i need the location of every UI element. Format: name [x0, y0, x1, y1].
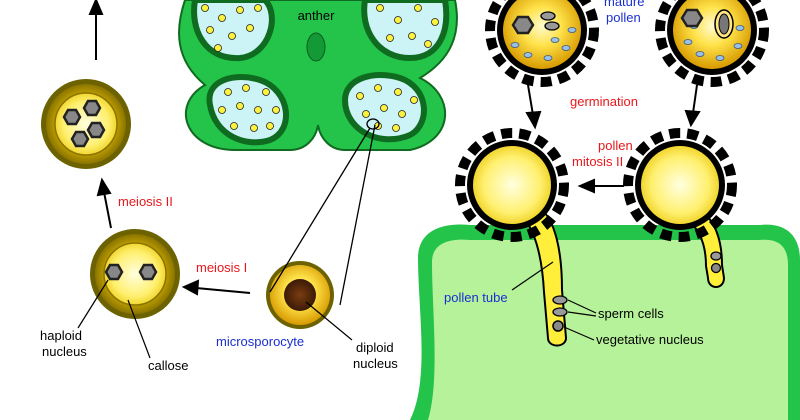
- label-mature: mature: [604, 0, 644, 9]
- anther-microspores: [201, 4, 439, 132]
- label-mitosis-ii: mitosis II: [572, 154, 623, 169]
- mature-pollen-grain-left: [485, 0, 599, 87]
- dyad-cell: [90, 229, 180, 319]
- arrows-left: [88, 0, 251, 296]
- mature-pollen-grain-right: [655, 0, 769, 87]
- pollen-grain-germinating-left: [455, 128, 569, 242]
- label-mature-pollen: pollen: [606, 10, 641, 25]
- label-pollen-tube: pollen tube: [444, 290, 508, 305]
- pollen-tube-left: [522, 206, 568, 347]
- label-diploid: diploid: [356, 340, 394, 355]
- pollen-grain-germinating-right: [623, 128, 737, 242]
- label-pollen: pollen: [598, 138, 633, 153]
- label-callose: callose: [148, 358, 188, 373]
- vascular-bundle: [306, 32, 326, 62]
- label-meiosis-ii: meiosis II: [118, 194, 173, 209]
- label-germination: germination: [570, 94, 638, 109]
- tetrad-cell: [41, 79, 131, 169]
- label-vegetative-nucleus: vegetative nucleus: [596, 332, 704, 347]
- label-sperm-cells: sperm cells: [598, 306, 664, 321]
- label-haploid-nucleus: nucleus: [42, 344, 87, 359]
- magnification-lines: [269, 118, 380, 306]
- pointer-lines-left: [77, 279, 353, 359]
- anther-cross-section: anther: [178, 0, 458, 151]
- label-haploid: haploid: [40, 328, 82, 343]
- stigma-tissue: [410, 224, 800, 420]
- pointer-lines-right: [511, 261, 597, 341]
- label-anther: anther: [298, 8, 336, 23]
- microsporocyte-cell: [266, 261, 334, 329]
- label-diploid-nucleus: nucleus: [353, 356, 398, 371]
- arrows-right: [525, 84, 701, 194]
- label-meiosis-i: meiosis I: [196, 260, 247, 275]
- label-microsporocyte: microsporocyte: [216, 334, 304, 349]
- locule-upper-left: [191, 0, 275, 62]
